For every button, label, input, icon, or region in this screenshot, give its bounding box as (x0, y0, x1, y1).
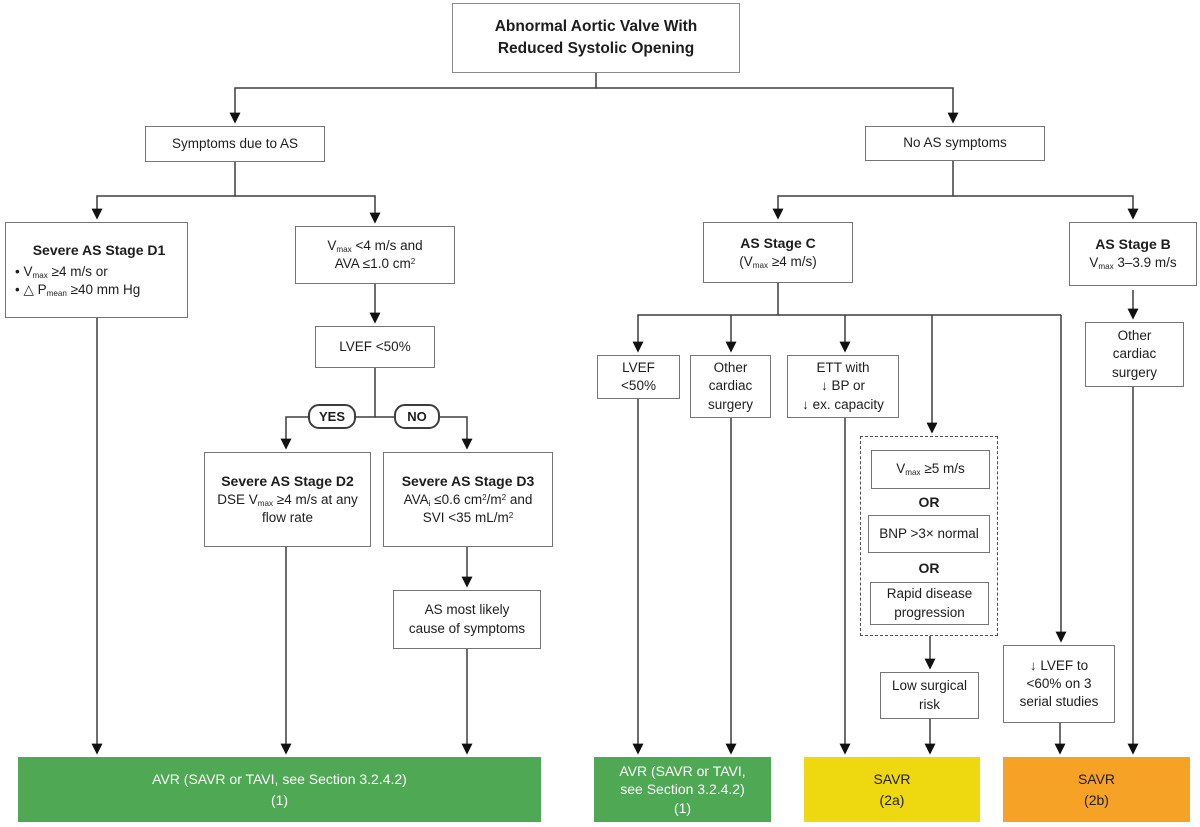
yes-label: YES (318, 409, 345, 424)
lvef50-left-label: LVEF <50% (339, 338, 411, 354)
other-cardiac-1-line-2: cardiac (708, 378, 753, 394)
other-cardiac-1-line-3: surgery (707, 396, 753, 412)
node-no-as-symptoms: No AS symptoms (865, 126, 1045, 161)
other-cardiac-2-line-2: cardiac (1112, 346, 1157, 362)
low-risk-line-1: Low surgical (891, 678, 968, 694)
vmax-ge5-label: Vmax ≥5 m/s (896, 461, 965, 478)
other-cardiac-2-line-1: Other (1117, 328, 1152, 344)
no-pill: NO (394, 404, 440, 429)
rapid-line-1: Rapid disease (886, 586, 973, 602)
symptoms-label: Symptoms due to AS (171, 135, 299, 151)
node-bnp: BNP >3× normal (868, 515, 990, 553)
node-low-surgical-risk: Low surgical risk (880, 672, 979, 719)
vmax-lt4-line-1: Vmax <4 m/s and (327, 237, 423, 254)
avr-narrow-line-2: see Section 3.2.4.2) (620, 781, 745, 798)
node-root-title: Abnormal Aortic Valve With Reduced Systo… (452, 3, 740, 73)
savr-2a-line-2: (2a) (879, 791, 905, 808)
or-label-2: OR (899, 558, 959, 578)
as-likely-line-2: cause of symptoms (408, 620, 526, 636)
node-severe-as-stage-d1: Severe AS Stage D1 • Vmax ≥4 m/s or • △ … (5, 222, 188, 318)
no-label: NO (407, 409, 427, 424)
or-1-text: OR (918, 494, 940, 510)
ett-line-3: ↓ ex. capacity (802, 396, 884, 412)
node-other-cardiac-surgery-1: Other cardiac surgery (690, 355, 771, 418)
other-cardiac-1-line-1: Other (713, 360, 748, 376)
node-severe-as-stage-d2: Severe AS Stage D2 DSE Vmax ≥4 m/s at an… (204, 452, 371, 547)
low-risk-line-2: risk (919, 696, 940, 712)
as-likely-line-1: AS most likely (424, 602, 510, 618)
title-line-1: Abnormal Aortic Valve With (494, 18, 698, 36)
node-ett: ETT with ↓ BP or ↓ ex. capacity (787, 355, 899, 418)
or-label-1: OR (899, 492, 959, 512)
lvef50-right-line-2: <50% (621, 378, 656, 393)
savr-2b-line-2: (2b) (1084, 791, 1109, 808)
stage-d2-title: Severe AS Stage D2 (221, 472, 354, 489)
stage-d1-bullet-2: • △ Pmean ≥40 mm Hg (15, 281, 141, 298)
stage-d3-line-2: SVI <35 mL/m2 (422, 509, 514, 525)
outcome-savr-2b: SAVR (2b) (1003, 757, 1190, 822)
stage-b-line-2: Vmax 3–3.9 m/s (1089, 255, 1177, 272)
stage-b-title: AS Stage B (1095, 236, 1171, 253)
ett-line-2: ↓ BP or (820, 378, 866, 394)
avr-narrow-line-1: AVR (SAVR or TAVI, (619, 763, 746, 780)
rapid-line-2: progression (894, 604, 965, 620)
other-cardiac-2-line-3: surgery (1111, 364, 1157, 380)
node-as-stage-b: AS Stage B Vmax 3–3.9 m/s (1069, 222, 1197, 286)
or-2-text: OR (918, 560, 940, 576)
node-lvef-lt-50-left: LVEF <50% (315, 326, 435, 368)
avr-wide-line-2: (1) (270, 791, 289, 808)
node-other-cardiac-surgery-2: Other cardiac surgery (1085, 322, 1184, 387)
lvef60-line-2: <60% on 3 (1026, 675, 1092, 691)
bnp-label: BNP >3× normal (879, 525, 979, 541)
outcome-avr-wide: AVR (SAVR or TAVI, see Section 3.2.4.2) … (18, 757, 541, 822)
avr-narrow-line-3: (1) (673, 799, 692, 816)
node-as-stage-c: AS Stage C (Vmax ≥4 m/s) (703, 222, 853, 283)
stage-d3-title: Severe AS Stage D3 (401, 472, 535, 489)
stage-c-line-2: (Vmax ≥4 m/s) (739, 253, 817, 270)
node-vmax-lt-4: Vmax <4 m/s and AVA ≤1.0 cm2 (295, 226, 455, 284)
node-lvef-lt-50-right: LVEF <50% (597, 355, 680, 399)
node-severe-as-stage-d3: Severe AS Stage D3 AVAi ≤0.6 cm2/m2 and … (383, 452, 553, 547)
lvef60-line-1: ↓ LVEF to (1029, 657, 1089, 673)
ett-line-1: ETT with (816, 360, 870, 376)
node-lvef-decline: ↓ LVEF to <60% on 3 serial studies (1003, 645, 1115, 723)
savr-2a-line-1: SAVR (873, 771, 911, 788)
lvef60-line-3: serial studies (1019, 694, 1099, 710)
yes-pill: YES (308, 404, 356, 429)
stage-d3-line-1: AVAi ≤0.6 cm2/m2 and (403, 491, 533, 508)
stage-d2-line-1: DSE Vmax ≥4 m/s at any (217, 491, 358, 508)
no-symptoms-label: No AS symptoms (903, 135, 1007, 151)
node-as-most-likely: AS most likely cause of symptoms (393, 590, 541, 649)
outcome-savr-2a: SAVR (2a) (804, 757, 980, 822)
node-symptoms-due-to-as: Symptoms due to AS (145, 126, 325, 162)
stage-c-title: AS Stage C (740, 234, 816, 251)
stage-d1-title: Severe AS Stage D1 (32, 241, 166, 258)
lvef50-right-line-1: LVEF (622, 359, 655, 375)
vmax-lt4-line-2: AVA ≤1.0 cm2 (334, 256, 416, 271)
avr-wide-line-1: AVR (SAVR or TAVI, see Section 3.2.4.2) (152, 771, 407, 788)
stage-d2-line-2: flow rate (261, 509, 314, 525)
node-vmax-ge-5: Vmax ≥5 m/s (871, 450, 990, 489)
outcome-avr-narrow: AVR (SAVR or TAVI, see Section 3.2.4.2) … (594, 757, 771, 822)
title-line-2: Reduced Systolic Opening (497, 40, 695, 57)
stage-d1-bullet-1: • Vmax ≥4 m/s or (15, 263, 108, 280)
savr-2b-line-1: SAVR (1077, 771, 1116, 788)
node-rapid-progression: Rapid disease progression (870, 582, 989, 625)
